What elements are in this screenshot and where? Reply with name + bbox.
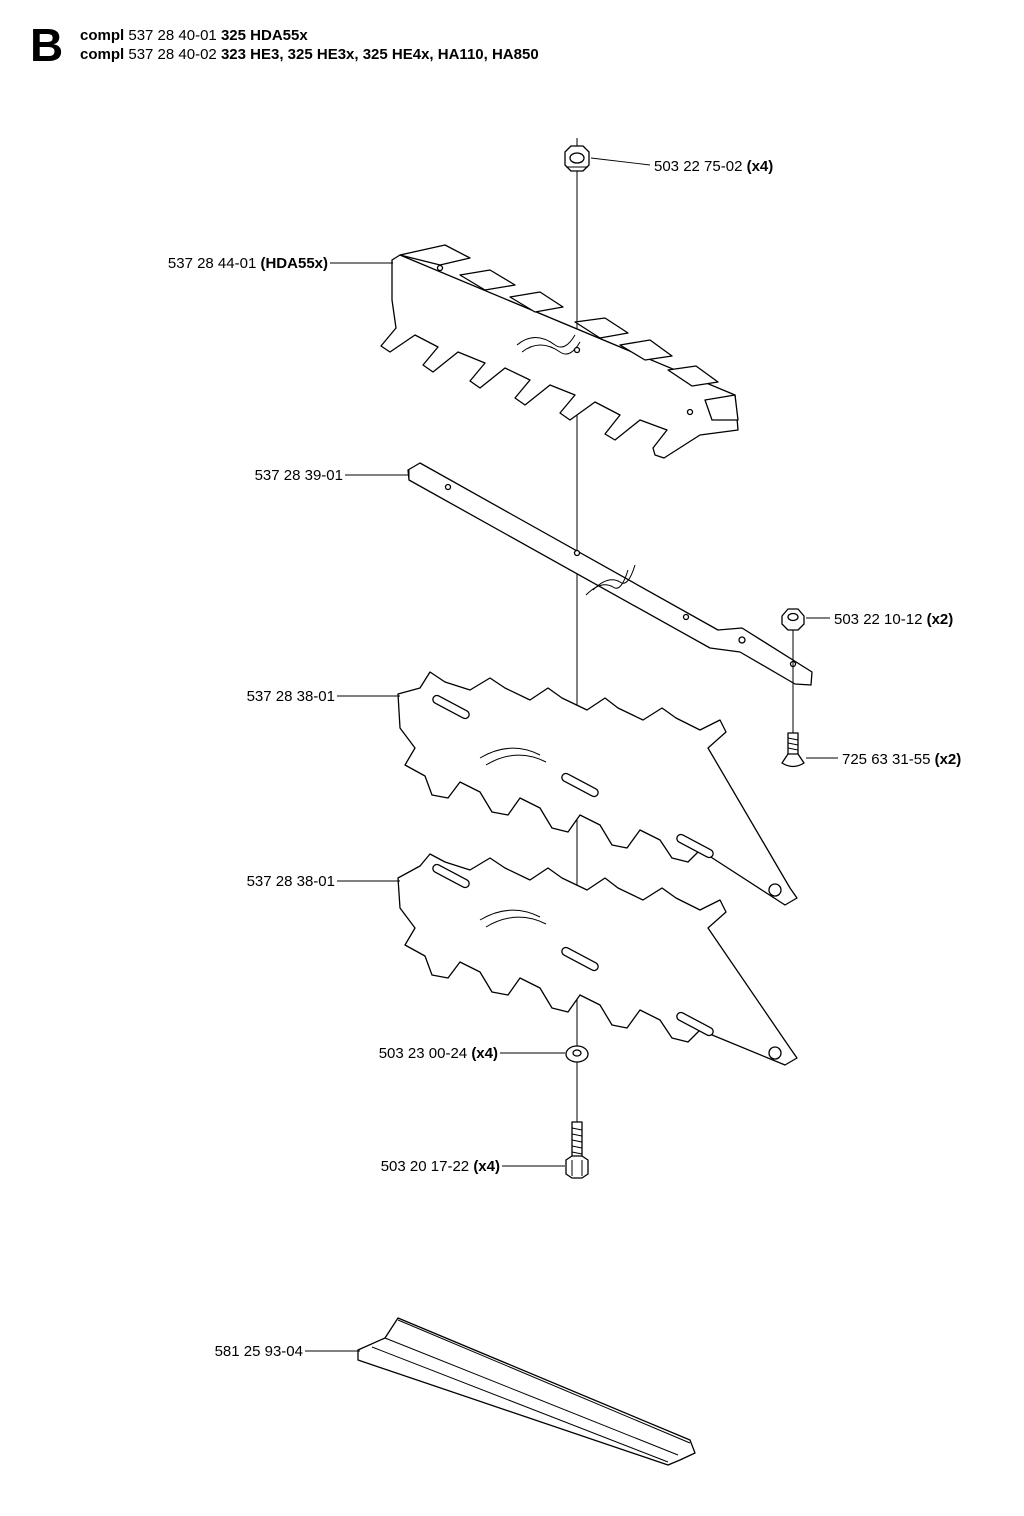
hex-bolt [565, 1121, 589, 1179]
washer [565, 1045, 589, 1063]
section-letter: B [30, 19, 64, 71]
assembly-prefix: compl [80, 27, 125, 44]
assembly-part-number: 537 28 40-01 [128, 27, 217, 44]
countersunk-screw [781, 732, 805, 768]
blade-cover [357, 1317, 696, 1466]
leader-line [590, 157, 651, 166]
part-label-washer: 503 23 00-24 (x4) [379, 1045, 498, 1062]
guide-bar [407, 462, 813, 686]
part-label-blade-cover: 581 25 93-04 [215, 1343, 303, 1360]
upper-blade [380, 244, 739, 459]
part-label-small-nut: 503 22 10-12 (x2) [834, 611, 953, 628]
part-label-guide-bar: 537 28 39-01 [255, 467, 343, 484]
part-label-lower-blade: 537 28 38-01 [247, 873, 335, 890]
assembly-models: 323 HE3, 325 HE3x, 325 HE4x, HA110, HA85… [220, 46, 539, 63]
part-label-upper-blade: 537 28 44-01 (HDA55x) [168, 255, 328, 272]
assembly-line-1: compl 537 28 40-01 325 HDA55x [80, 27, 308, 45]
part-label-countersunk-screw: 725 63 31-55 (x2) [842, 751, 961, 768]
small-nut [781, 608, 805, 735]
middle-cutting-blade [397, 671, 798, 906]
lower-cutting-blade [397, 853, 798, 1066]
assembly-prefix: compl [80, 46, 125, 63]
part-label-hex-bolt: 503 20 17-22 (x4) [381, 1158, 500, 1175]
part-label-nut-top: 503 22 75-02 (x4) [654, 158, 773, 175]
assembly-line-2: compl 537 28 40-02 323 HE3, 325 HE3x, 32… [80, 46, 539, 64]
part-label-middle-blade: 537 28 38-01 [247, 688, 335, 705]
flange-nut-top [564, 145, 590, 172]
assembly-part-number: 537 28 40-02 [128, 46, 217, 63]
assembly-models: 325 HDA55x [220, 27, 308, 44]
